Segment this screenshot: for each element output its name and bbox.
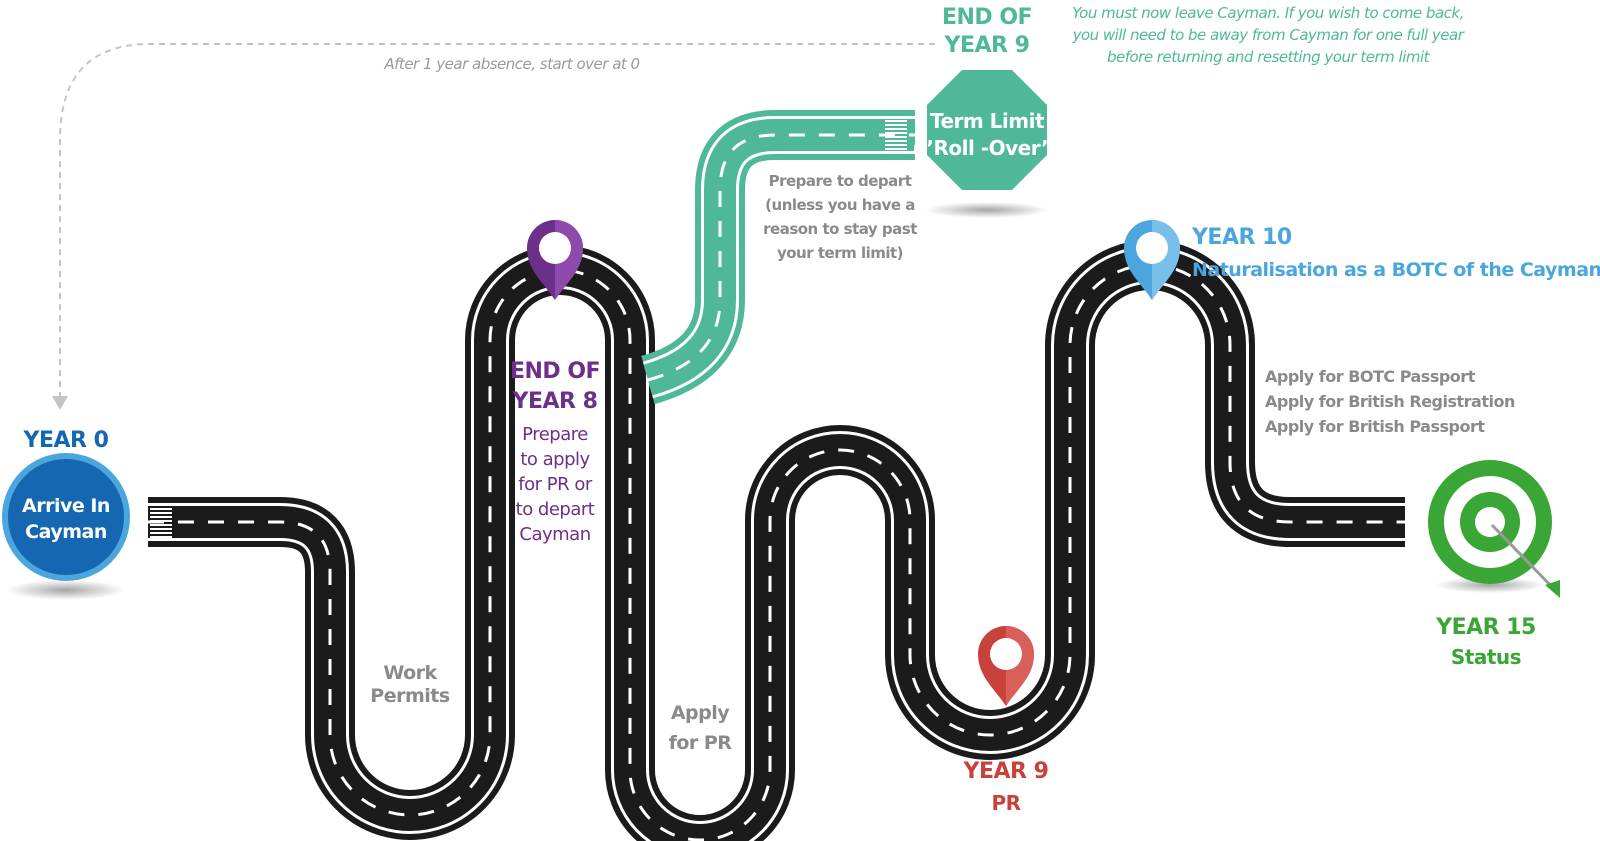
term-limit-line1: Term Limit [930,109,1045,133]
prepare-depart-1: (unless you have a [765,196,915,214]
end-year8-desc-0: Prepare [522,424,588,445]
stop-sign-icon: Term Limit (”Roll -Over”) [912,70,1062,218]
arrow-head-icon [52,396,68,410]
apply-pr-line1: Apply [671,702,730,724]
target-icon [1428,460,1560,598]
year15-title: YEAR 15 [1435,615,1536,640]
end-year8-desc-1: to apply [520,449,590,470]
term-limit-road [640,110,915,405]
year9-pr-title: YEAR 9 [963,759,1049,784]
term-limit-line2: (”Roll -Over”) [912,136,1062,160]
end-year8-desc-2: for PR or [518,474,593,495]
start-circle-line2: Cayman [25,521,107,543]
end-year8-block: END OF YEAR 8 Prepare to apply for PR or… [510,359,601,545]
map-pin-icon [1124,220,1180,300]
end-year8-title2: YEAR 8 [512,389,598,414]
apply-pr-line2: for PR [669,732,733,754]
end-year9-note-1: you will need to be away from Cayman for… [1072,26,1465,44]
year10-title: YEAR 10 [1191,225,1292,250]
prepare-depart-0: Prepare to depart [769,172,912,190]
end-year8-title1: END OF [510,359,600,384]
start-marker: YEAR 0 Arrive In Cayman [2,428,130,600]
prepare-depart-2: reason to stay past [763,220,917,238]
prepare-depart-block: Prepare to depart (unless you have a rea… [763,172,918,262]
map-pin-icon [978,626,1034,706]
restart-arrow [52,43,935,410]
end-year8-desc-4: Cayman [519,524,590,545]
end-year9-note-2: before returning and resetting your term… [1107,48,1431,66]
year9-pr-sub: PR [991,791,1020,815]
prepare-depart-3: your term limit) [777,244,903,262]
end-year9-title1: END OF [942,5,1032,30]
start-circle-line1: Arrive In [22,495,110,517]
botc-step-1: Apply for British Registration [1265,392,1515,411]
end-year9-title2: YEAR 9 [944,33,1030,58]
work-permits-line2: Permits [370,685,450,707]
map-pin-icon [527,220,583,300]
botc-step-0: Apply for BOTC Passport [1265,367,1476,386]
botc-step-2: Apply for British Passport [1265,417,1485,436]
end-year9-note-0: You must now leave Cayman. If you wish t… [1072,4,1464,22]
work-permits-line1: Work [383,662,437,684]
restart-note: After 1 year absence, start over at 0 [383,55,639,73]
end-year8-desc-3: to depart [516,499,595,520]
main-road [148,240,1405,841]
start-year-label: YEAR 0 [23,428,109,453]
year15-sub: Status [1451,645,1521,669]
arrow-icon [1490,523,1560,598]
year10-sub: Naturalisation as a BOTC of the Cayman I… [1192,259,1600,281]
